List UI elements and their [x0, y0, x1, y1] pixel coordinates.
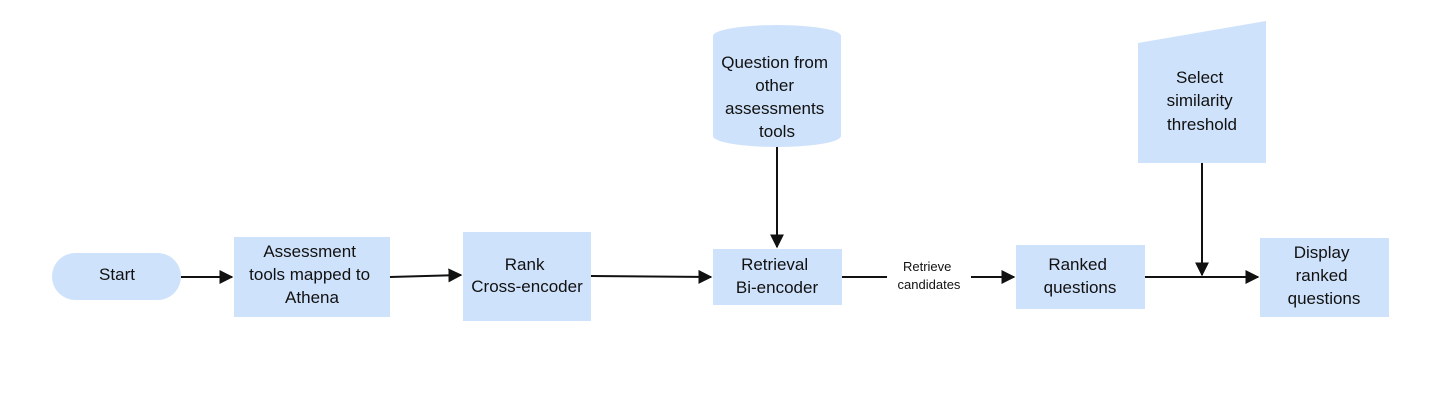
- node-threshold: Select similarity threshold: [1138, 21, 1266, 163]
- node-ranked-questions: Ranked questions: [1016, 245, 1145, 309]
- process-shape: [713, 249, 842, 305]
- process-shape: [1260, 238, 1389, 317]
- node-rank-label: Rank Cross-encoder: [471, 255, 583, 296]
- node-start: Start: [52, 253, 181, 300]
- edge-assessment-to-rank: [389, 268, 463, 283]
- manual-input-shape: [1138, 21, 1266, 163]
- edges: Retrieve candidates: [181, 146, 1260, 295]
- nodes: Start Assessment tools mapped to Athena …: [52, 21, 1389, 321]
- node-retrieval-label: Retrieval Bi-encoder: [736, 255, 819, 297]
- node-start-label: Start: [99, 265, 135, 284]
- node-ranked-questions-label: Ranked questions: [1044, 255, 1117, 297]
- node-question-source-label: Question from other assessments tools: [721, 53, 833, 141]
- node-question-source: Question from other assessments tools: [713, 25, 841, 147]
- process-shape: [1016, 245, 1145, 309]
- edge-rank-to-retrieval: [590, 269, 713, 284]
- process-shape: [234, 237, 390, 317]
- edge-label-retrieve-candidates: Retrieve candidates: [898, 259, 961, 292]
- node-rank: Rank Cross-encoder: [463, 232, 591, 321]
- node-display: Display ranked questions: [1260, 238, 1389, 317]
- edge-label-background: [887, 257, 971, 295]
- node-display-label: Display ranked questions: [1288, 243, 1361, 308]
- terminator-shape: [52, 253, 181, 300]
- node-threshold-label: Select similarity threshold: [1167, 68, 1238, 134]
- process-shape: [463, 232, 591, 321]
- database-shape: [713, 25, 841, 147]
- node-assessment-tools: Assessment tools mapped to Athena: [234, 237, 390, 317]
- node-retrieval: Retrieval Bi-encoder: [713, 249, 842, 305]
- node-assessment-tools-label: Assessment tools mapped to Athena: [249, 242, 375, 307]
